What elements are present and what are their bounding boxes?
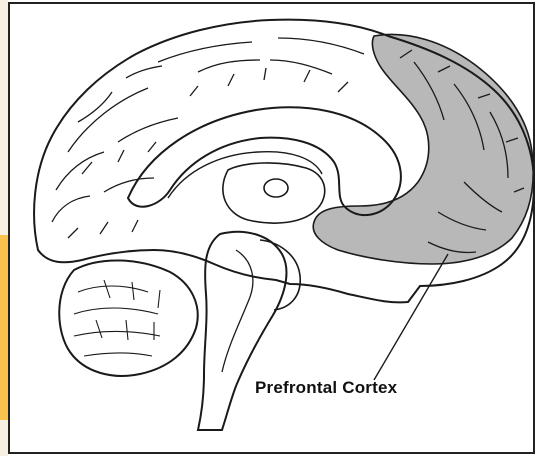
prefrontal-cortex-label: Prefrontal Cortex — [255, 378, 397, 398]
cerebellum-folia — [74, 280, 160, 356]
thalamus-oval — [264, 179, 288, 197]
label-leader-line — [374, 254, 448, 380]
brainstem — [198, 232, 286, 430]
left-accent-strip — [0, 235, 8, 420]
corpus-callosum — [128, 107, 401, 215]
thalamus-region — [223, 163, 325, 223]
corpus-callosum-inner — [168, 152, 322, 198]
prefrontal-cortex-region — [313, 34, 533, 264]
cerebellum — [59, 260, 197, 376]
